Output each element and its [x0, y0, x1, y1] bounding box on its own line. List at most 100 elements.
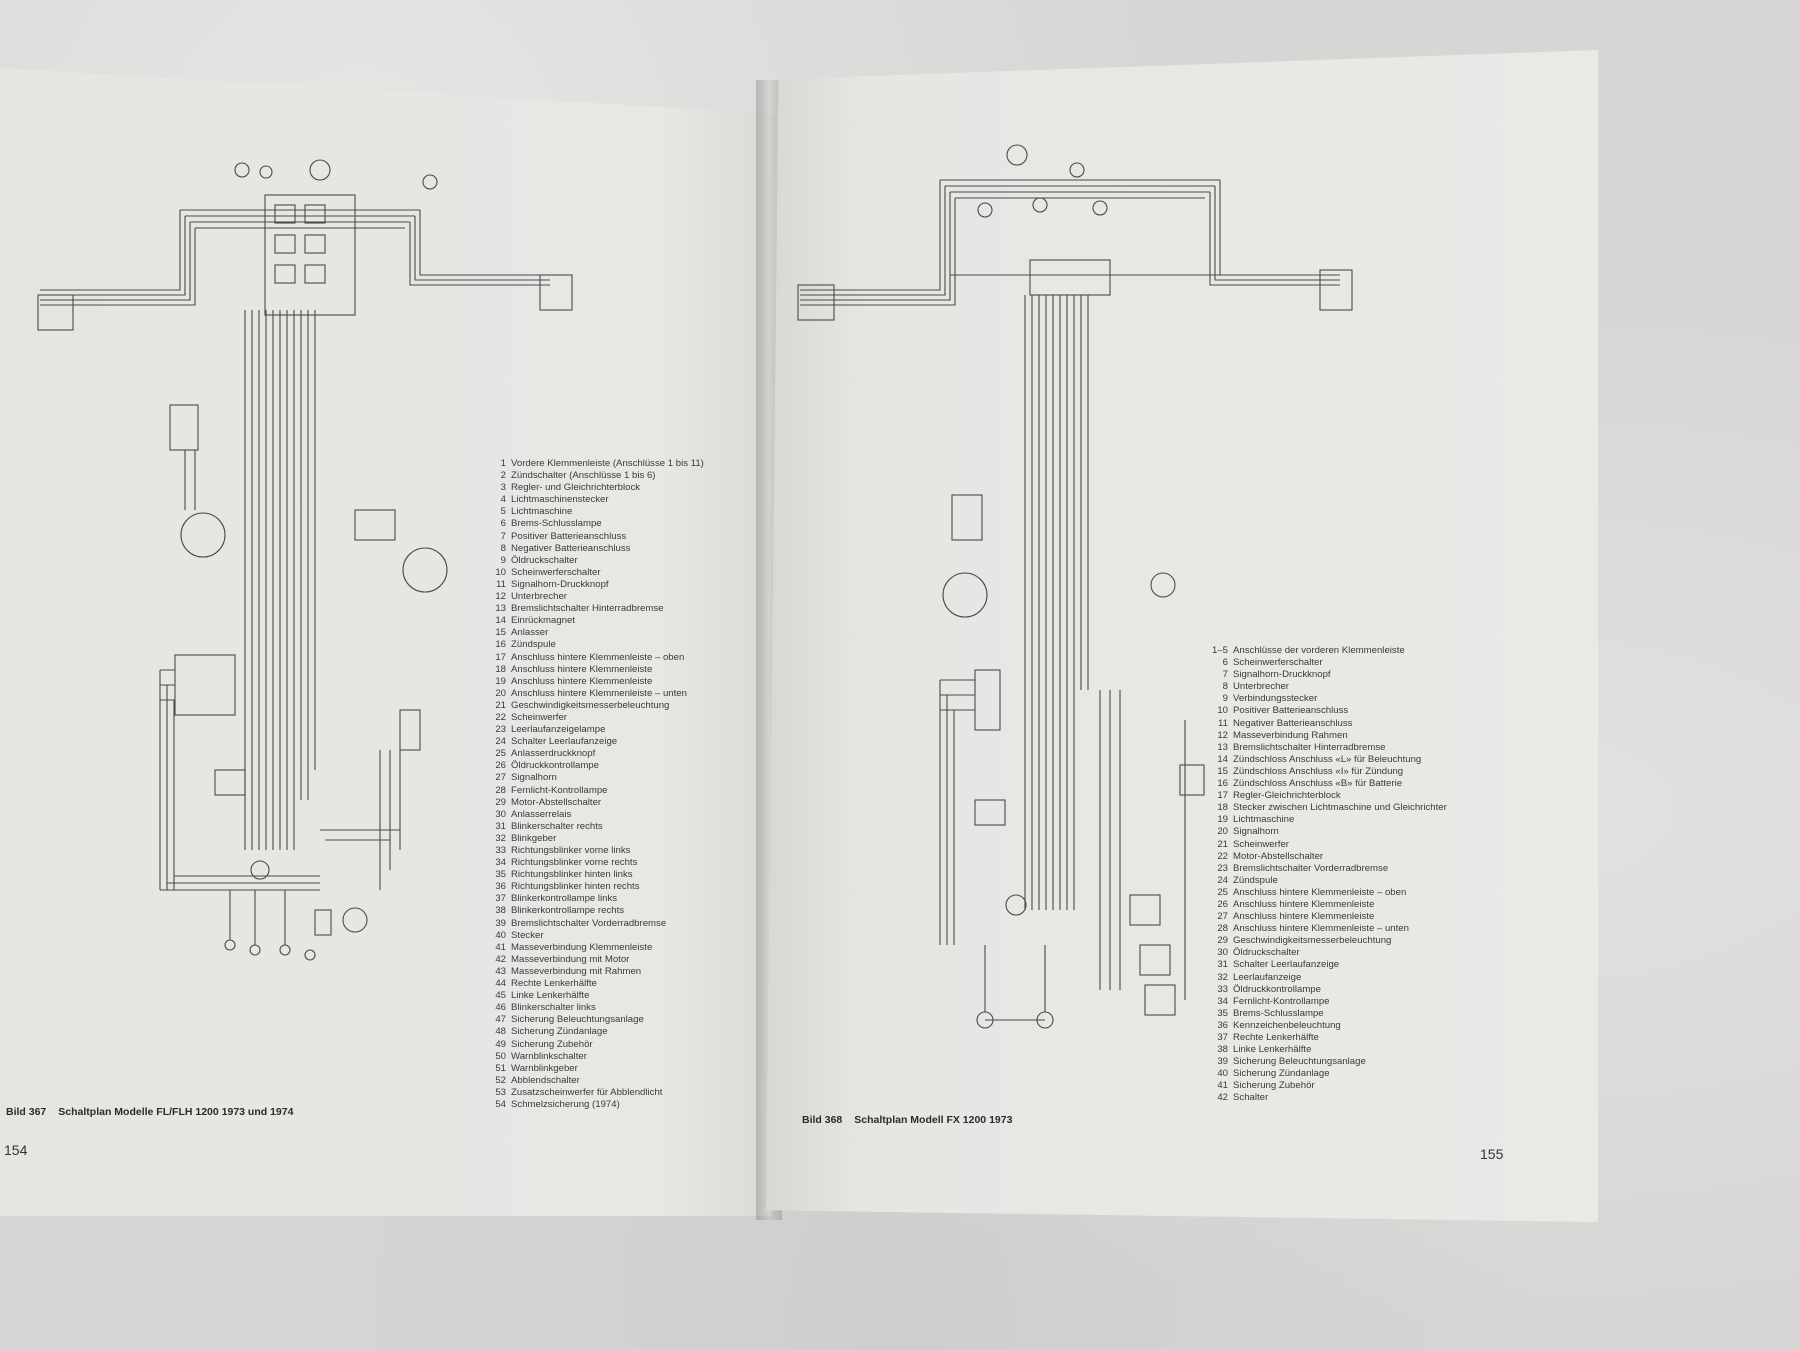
page-number-right: 155 — [1480, 1146, 1504, 1162]
figure-label: Bild 367 — [6, 1106, 47, 1118]
right-page — [766, 50, 1598, 1222]
figure-caption-right: Bild 368 Schaltplan Modell FX 1200 1973 — [802, 1114, 1012, 1126]
page-number-left: 154 — [4, 1142, 28, 1158]
figure-title: Schaltplan Modell FX 1200 1973 — [854, 1114, 1013, 1126]
wiring-diagram-fl-flh — [37, 159, 573, 961]
figure-caption-left: Bild 367 Schaltplan Modelle FL/FLH 1200 1… — [6, 1106, 293, 1118]
wiring-diagram-fx — [797, 144, 1353, 1029]
figure-label: Bild 368 — [802, 1114, 843, 1126]
figure-title: Schaltplan Modelle FL/FLH 1200 1973 und … — [58, 1106, 294, 1118]
left-page — [0, 68, 776, 1216]
